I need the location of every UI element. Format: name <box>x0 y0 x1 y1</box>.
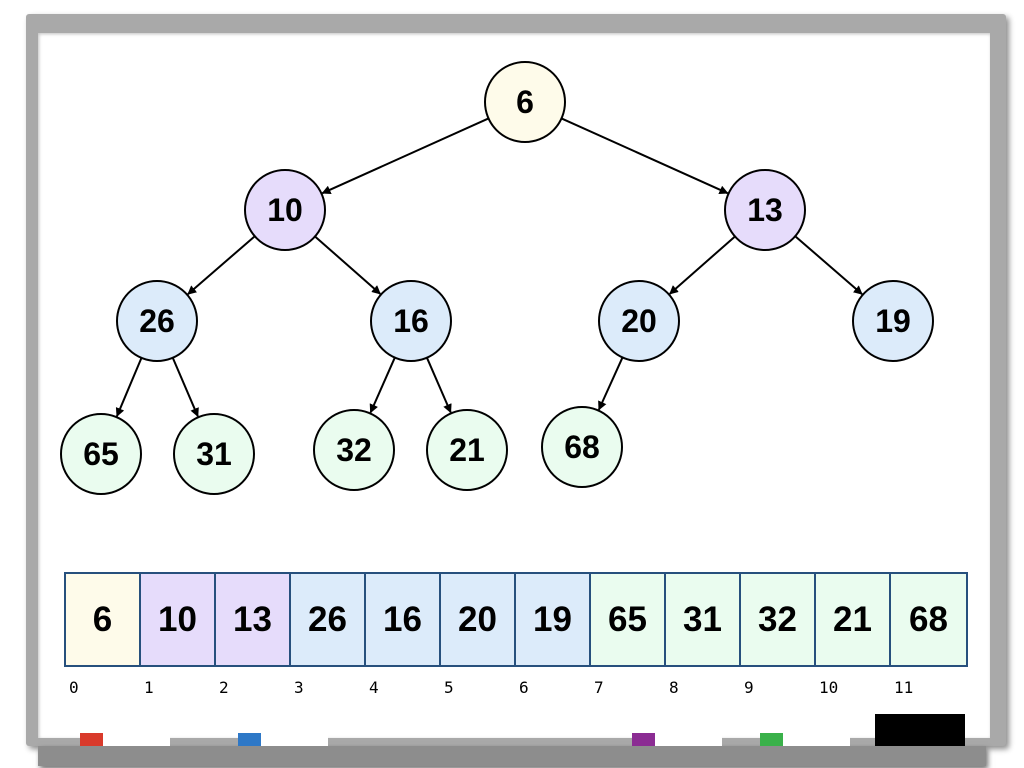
marker-cap <box>760 733 783 746</box>
array-cell: 68 <box>891 574 966 665</box>
tree-edge <box>187 235 256 295</box>
tree-edge <box>794 235 863 295</box>
array-index-label: 5 <box>444 678 454 697</box>
tree-node-label: 26 <box>139 303 175 339</box>
tree-edge <box>369 357 396 414</box>
array-index-label: 6 <box>519 678 529 697</box>
tree-node-circle <box>173 413 255 495</box>
array-index-label: 3 <box>294 678 304 697</box>
tree-node-circle <box>598 280 680 362</box>
tree-node: 20 <box>598 280 680 362</box>
tree-node-label: 21 <box>449 432 485 468</box>
tree-node: 6 <box>484 61 566 143</box>
tree-node-label: 13 <box>747 192 783 228</box>
array-index-label: 11 <box>894 678 914 697</box>
tree-edge <box>115 357 143 418</box>
marker-tray <box>38 746 986 766</box>
array-cell: 32 <box>741 574 816 665</box>
tree-node-label: 16 <box>393 303 429 339</box>
tree-node-label: 68 <box>564 429 600 465</box>
array-index-label: 10 <box>819 678 839 697</box>
tree-node: 10 <box>244 169 326 251</box>
array-cell: 13 <box>216 574 291 665</box>
tree-edge <box>597 357 624 411</box>
tree-node-circle <box>852 280 934 362</box>
marker[interactable] <box>632 733 722 746</box>
tree-node: 16 <box>370 280 452 362</box>
array-cell: 65 <box>591 574 666 665</box>
array-index-label: 2 <box>219 678 229 697</box>
tree-node: 65 <box>60 413 142 495</box>
tree-node-circle <box>426 409 508 491</box>
array-index-label: 4 <box>369 678 379 697</box>
tree-node-label: 65 <box>83 436 119 472</box>
marker[interactable] <box>238 733 328 746</box>
array-cell: 31 <box>666 574 741 665</box>
array-index-label: 7 <box>594 678 604 697</box>
tree-node-circle <box>724 169 806 251</box>
tree-edge <box>669 235 736 295</box>
tree-node-circle <box>313 409 395 491</box>
array-cell: 20 <box>441 574 516 665</box>
array-cell: 6 <box>66 574 141 665</box>
tree-node-label: 20 <box>621 303 657 339</box>
tree-edge <box>314 235 381 295</box>
tree-node-circle <box>484 61 566 143</box>
tree-edge <box>171 357 199 418</box>
tree-node-label: 32 <box>336 432 372 468</box>
array-index-label: 1 <box>144 678 154 697</box>
array-index-label: 9 <box>744 678 754 697</box>
tree-node: 21 <box>426 409 508 491</box>
tree-node-circle <box>244 169 326 251</box>
tree-node-circle <box>370 280 452 362</box>
tree-node: 68 <box>541 406 623 488</box>
tree-edge <box>321 117 489 195</box>
tree-edge <box>561 117 729 195</box>
eraser[interactable] <box>875 714 965 746</box>
array-index-label: 0 <box>69 678 79 697</box>
array-cell: 21 <box>816 574 891 665</box>
array-cell: 10 <box>141 574 216 665</box>
tree-node-circle <box>116 280 198 362</box>
array-cell: 26 <box>291 574 366 665</box>
tree-node-circle <box>541 406 623 488</box>
tree-node: 13 <box>724 169 806 251</box>
tree-node: 26 <box>116 280 198 362</box>
marker-cap <box>238 733 261 746</box>
tree-node: 32 <box>313 409 395 491</box>
tree-node-label: 31 <box>196 436 232 472</box>
array-cell: 16 <box>366 574 441 665</box>
marker[interactable] <box>80 733 170 746</box>
tree-node-circle <box>60 413 142 495</box>
array-index-label: 8 <box>669 678 679 697</box>
marker-cap <box>632 733 655 746</box>
tree-node-label: 6 <box>516 84 534 120</box>
tree-node: 31 <box>173 413 255 495</box>
marker[interactable] <box>760 733 850 746</box>
array-cell: 19 <box>516 574 591 665</box>
tree-node-label: 19 <box>875 303 911 339</box>
tree-edge <box>426 357 452 414</box>
marker-cap <box>80 733 103 746</box>
tree-node-label: 10 <box>267 192 303 228</box>
tree-node: 19 <box>852 280 934 362</box>
